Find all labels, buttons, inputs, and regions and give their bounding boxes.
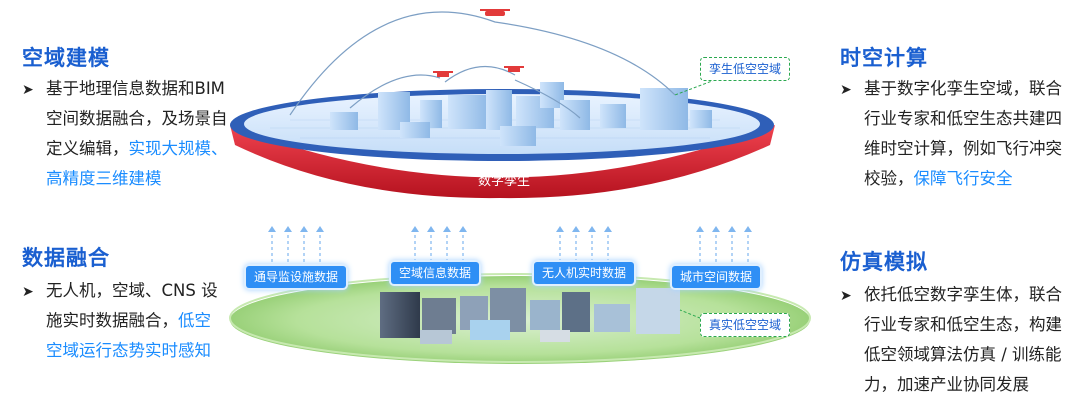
highlight-text: 空域运行态势实时感知 <box>46 341 211 360</box>
tag-navigation-facility-data: 通导监设施数据 <box>246 266 347 288</box>
arrow-head-icon <box>268 226 752 232</box>
twin-airspace-callout: 孪生低空空域 <box>700 57 791 81</box>
body-text: 施实时数据融合， <box>46 311 178 330</box>
twin-buildings <box>330 82 712 146</box>
body-line: 依托低空数字孪生体，联合 <box>864 285 1062 304</box>
body-line: 施实时数据融合，低空 <box>46 306 246 336</box>
highlight-text: 实现大规模、 <box>128 139 228 158</box>
tag-drone-realtime-data: 无人机实时数据 <box>534 262 635 284</box>
section-title: 空域建模 <box>22 46 110 70</box>
body-text: 校验， <box>864 169 914 188</box>
body-text: 定义编辑， <box>46 139 129 158</box>
section-body: 基于数字化孪生空域，联合 行业专家和低空生态共建四 维时空计算，例如飞行冲突 校… <box>864 74 1074 194</box>
highlight-text: 高精度三维建模 <box>46 169 162 188</box>
body-line: 低空领域算法仿真 / 训练能 <box>864 345 1062 364</box>
section-title: 数据融合 <box>22 246 110 270</box>
body-line: 基于地理信息数据和BIM <box>46 79 225 98</box>
body-line: 行业专家和低空生态共建四 <box>864 109 1062 128</box>
body-line: 校验，保障飞行安全 <box>864 164 1074 194</box>
highlight-text: 保障飞行安全 <box>913 169 1013 188</box>
body-line: 基于数字化孪生空域，联合 <box>864 79 1062 98</box>
tag-urban-spatial-data: 城市空间数据 <box>672 266 761 288</box>
twin-label: 数字孪生 <box>478 174 531 189</box>
body-line: 维时空计算，例如飞行冲突 <box>864 139 1062 158</box>
body-line: 无人机，空域、CNS 设 <box>46 281 218 300</box>
upload-arrows <box>271 230 749 262</box>
real-buildings <box>380 288 680 344</box>
real-airspace-callout: 真实低空空域 <box>700 313 791 337</box>
section-body: 依托低空数字孪生体，联合 行业专家和低空生态，构建 低空领域算法仿真 / 训练能… <box>864 280 1074 400</box>
drone-icon <box>433 9 524 77</box>
body-line: 定义编辑，实现大规模、 <box>46 134 246 164</box>
real-world-ground <box>229 273 811 364</box>
section-body: 基于地理信息数据和BIM 空间数据融合，及场景自 定义编辑，实现大规模、 高精度… <box>46 74 246 194</box>
body-line: 力，加速产业协同发展 <box>864 375 1029 394</box>
bullet-arrow-icon: ➤ <box>22 284 34 300</box>
section-title: 时空计算 <box>840 46 928 70</box>
body-line: 空间数据融合，及场景自 <box>46 109 228 128</box>
section-title: 仿真模拟 <box>840 250 928 274</box>
tag-airspace-info-data: 空域信息数据 <box>391 262 480 284</box>
body-line: 行业专家和低空生态，构建 <box>864 315 1062 334</box>
bullet-arrow-icon: ➤ <box>840 82 852 98</box>
digital-twin-disk <box>230 9 775 199</box>
bullet-arrow-icon: ➤ <box>840 288 852 304</box>
bullet-arrow-icon: ➤ <box>22 82 34 98</box>
section-body: 无人机，空域、CNS 设 施实时数据融合，低空 空域运行态势实时感知 <box>46 276 246 366</box>
highlight-text: 低空 <box>178 311 211 330</box>
